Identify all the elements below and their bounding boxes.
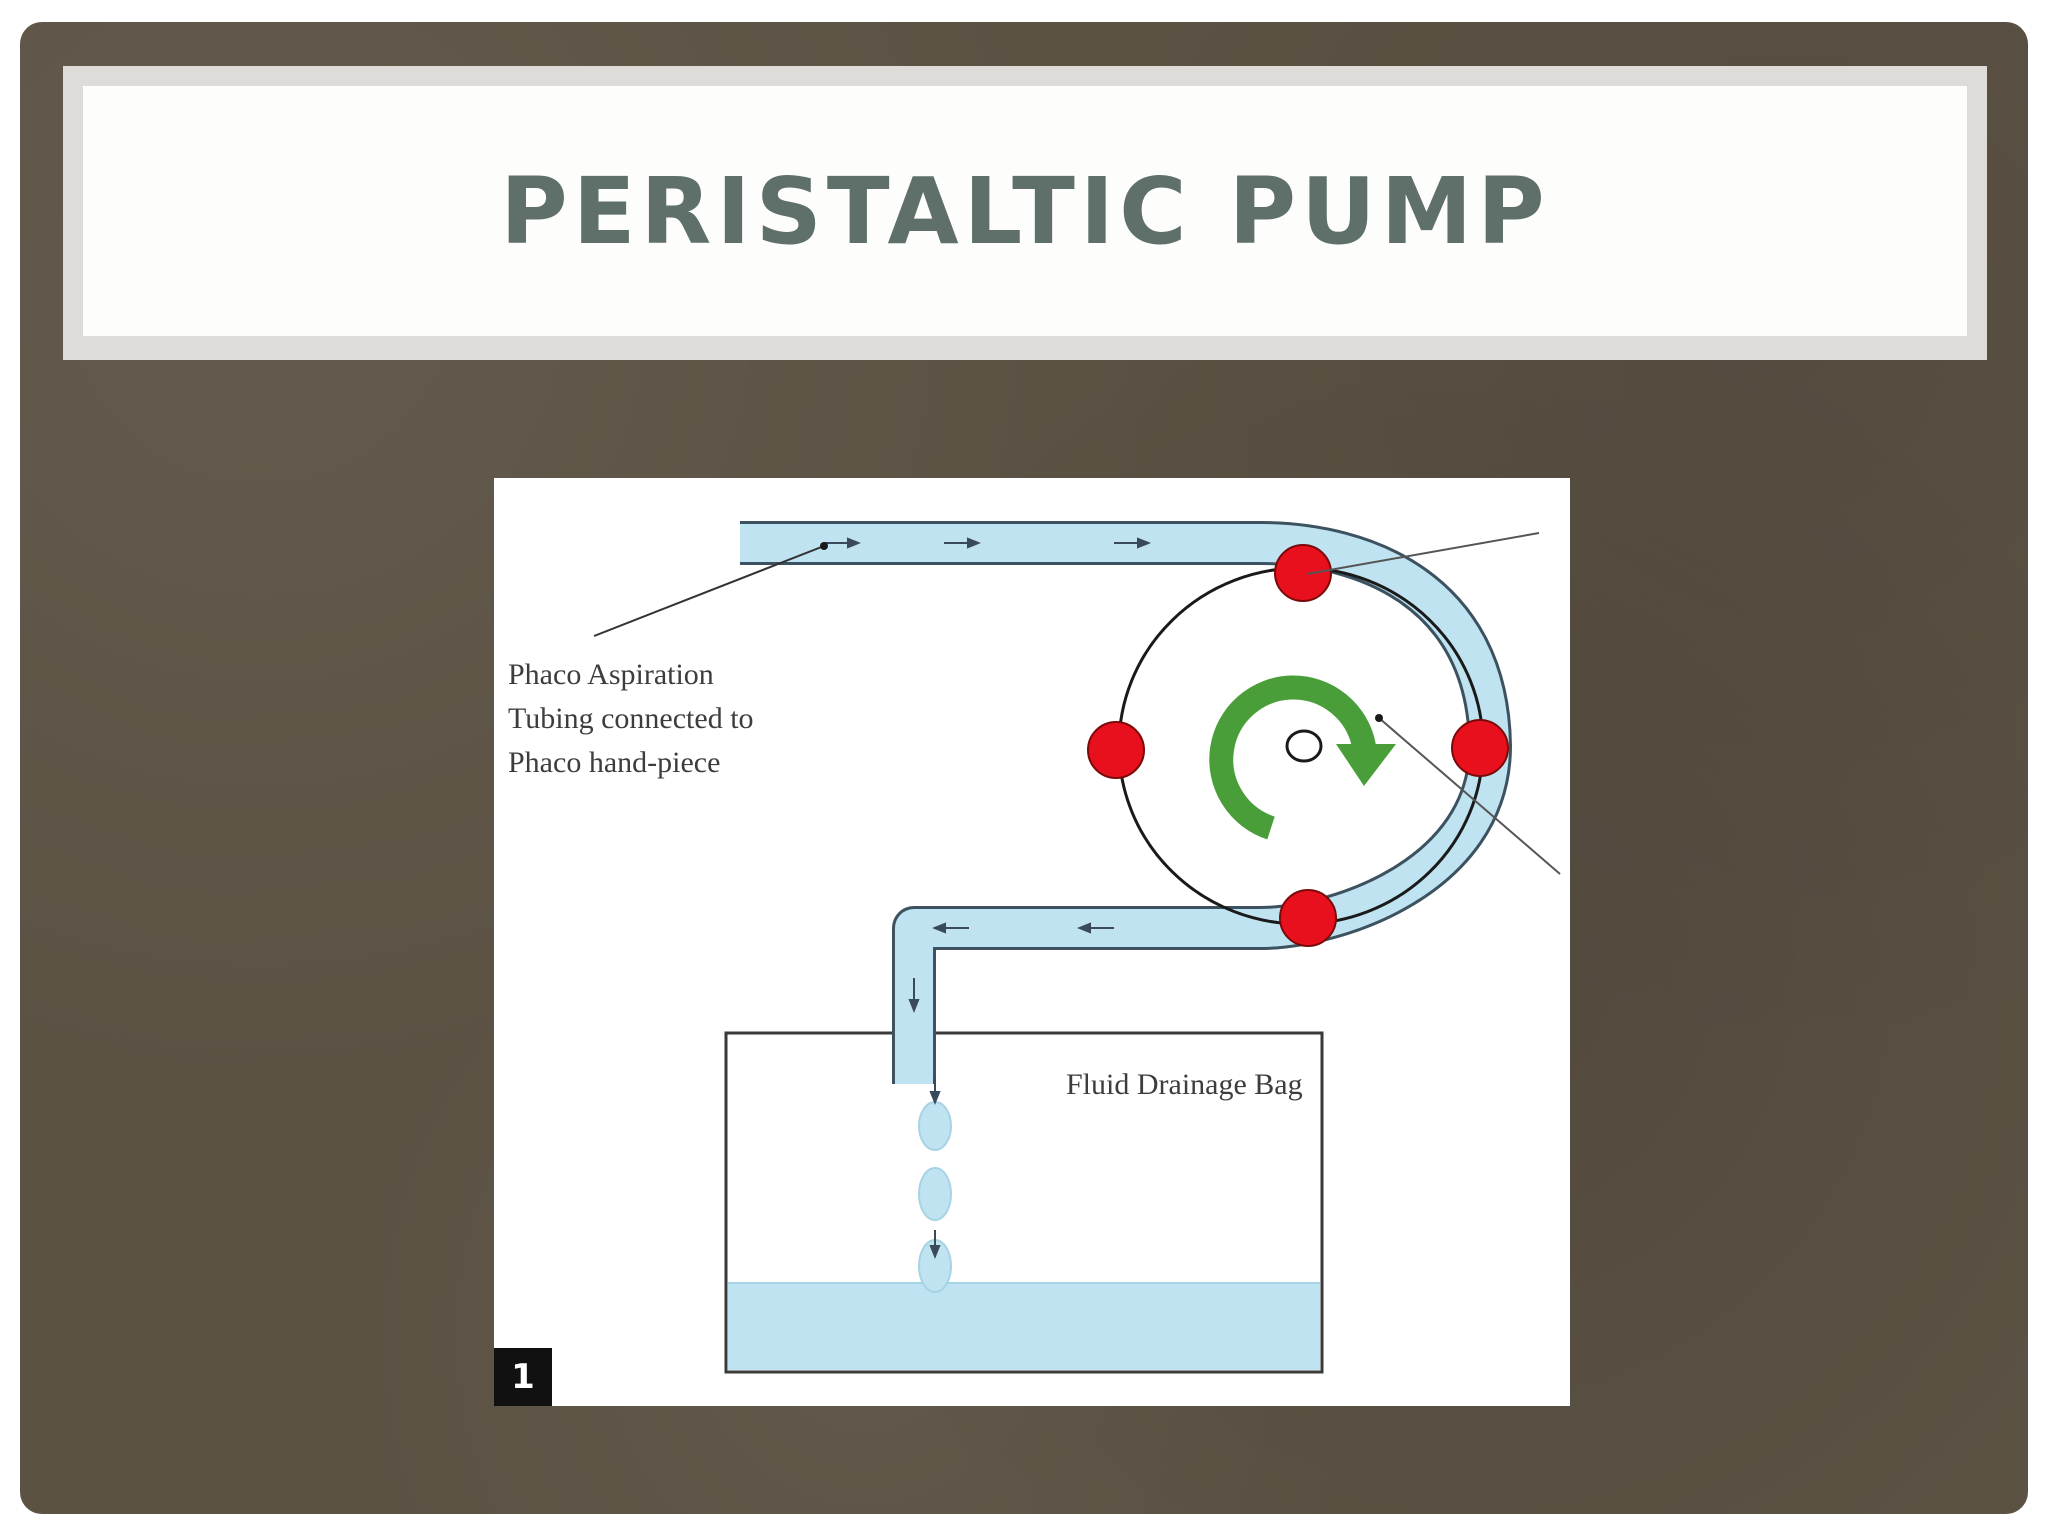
slide-title: PERISTALTIC PUMP (500, 157, 1550, 265)
aspiration-label-line-2: Tubing connected to (508, 702, 754, 735)
collected-fluid (728, 1283, 1320, 1370)
aspiration-label-line-1: Phaco Aspiration (508, 658, 714, 691)
diagram-canvas: Phaco Aspiration Tubing connected to Pha… (508, 521, 1561, 1374)
roller (1279, 889, 1337, 947)
roller (1274, 544, 1332, 602)
title-frame: PERISTALTIC PUMP (63, 66, 1987, 360)
aspiration-leader-line (593, 545, 825, 637)
title-panel: PERISTALTIC PUMP (83, 86, 1967, 336)
aspiration-label-line-3: Phaco hand-piece (508, 746, 720, 779)
figure-number-badge: 1 (494, 1348, 552, 1406)
tubing-leader-line (1378, 717, 1561, 875)
peristaltic-pump-diagram: Phaco Aspiration Tubing connected to Pha… (494, 478, 1570, 1406)
roller (1087, 721, 1145, 779)
rotation-arrow-head (1336, 744, 1396, 786)
roller (1451, 719, 1509, 777)
drainage-bag-label: Fluid Drainage Bag (1066, 1068, 1303, 1101)
roller-leader-line (1306, 532, 1540, 575)
slide-background: PERISTALTIC PUMP (20, 22, 2028, 1514)
fluid-drop (918, 1167, 952, 1221)
tubing-outline (740, 521, 1512, 1084)
rotor-axle (1285, 729, 1323, 763)
fluid-drop (918, 1101, 952, 1151)
leader-dot (1375, 714, 1383, 722)
leader-dot (820, 542, 828, 550)
rotation-arrow (1209, 675, 1376, 840)
aspiration-tubing (740, 524, 1509, 1084)
